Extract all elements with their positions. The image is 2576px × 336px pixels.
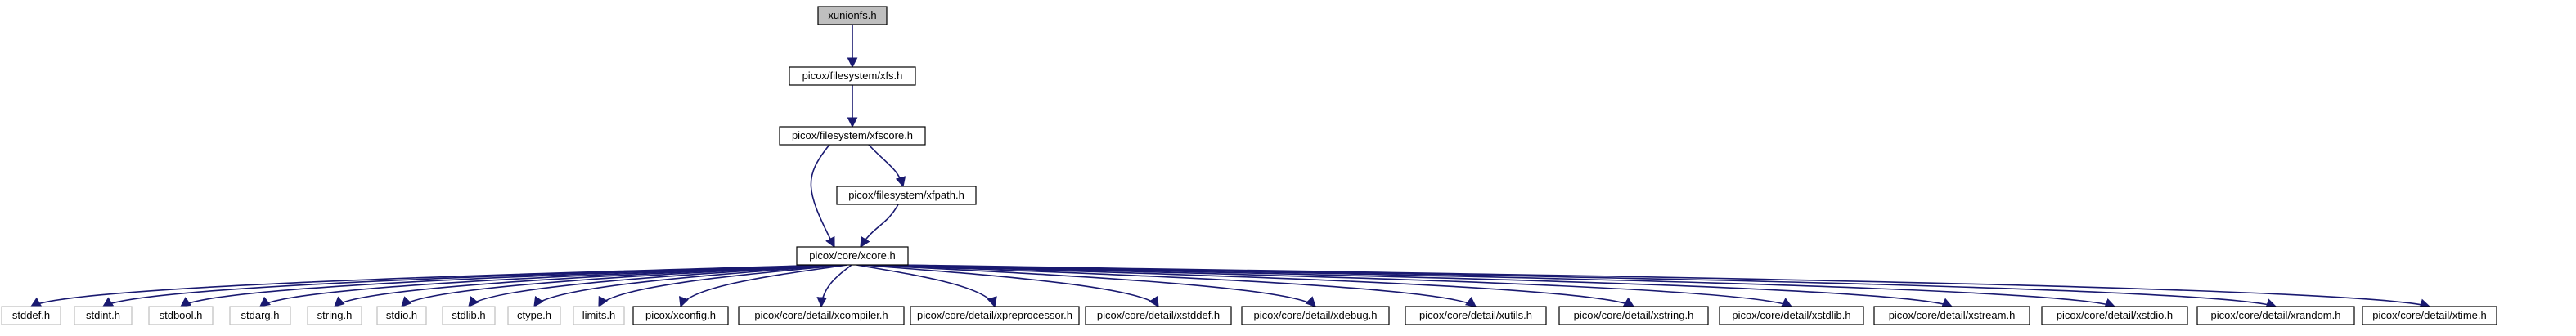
node-box bbox=[2196, 306, 2355, 325]
edge-n4-n11 bbox=[468, 264, 841, 307]
node-n18[interactable]: picox/core/detail/xdebug.h bbox=[1241, 306, 1390, 325]
node-label: picox/core/detail/xstring.h bbox=[1574, 309, 1694, 321]
node-box bbox=[910, 306, 1080, 325]
node-label: picox/core/detail/xdebug.h bbox=[1253, 309, 1377, 321]
node-box bbox=[817, 6, 888, 25]
node-box bbox=[796, 246, 909, 266]
node-box bbox=[2362, 306, 2497, 325]
node-box bbox=[573, 306, 625, 325]
node-n0[interactable]: xunionfs.h bbox=[817, 6, 888, 25]
node-box bbox=[229, 306, 291, 325]
edge-n2-n3 bbox=[868, 144, 906, 188]
node-label: string.h bbox=[317, 309, 353, 321]
node-n5: stddef.h bbox=[1, 306, 61, 325]
node-n4[interactable]: picox/core/xcore.h bbox=[796, 246, 909, 266]
node-n25[interactable]: picox/core/detail/xtime.h bbox=[2362, 306, 2497, 325]
edge-n4-n18 bbox=[865, 264, 1316, 307]
node-label: stdarg.h bbox=[241, 309, 280, 321]
edge-n4-n17 bbox=[861, 264, 1159, 308]
node-label: picox/filesystem/xfscore.h bbox=[792, 129, 913, 141]
node-n12: ctype.h bbox=[507, 306, 561, 325]
node-n24[interactable]: picox/core/detail/xrandom.h bbox=[2196, 306, 2355, 325]
node-box bbox=[789, 66, 916, 86]
node-box bbox=[836, 186, 977, 205]
edge-n4-n13 bbox=[598, 264, 845, 308]
node-n17[interactable]: picox/core/detail/xstddef.h bbox=[1085, 306, 1232, 325]
node-box bbox=[1558, 306, 1709, 325]
node-box bbox=[2041, 306, 2188, 325]
node-label: picox/filesystem/xfs.h bbox=[802, 69, 903, 82]
node-n13: limits.h bbox=[573, 306, 625, 325]
node-label: picox/core/detail/xcompiler.h bbox=[754, 309, 888, 321]
node-label: ctype.h bbox=[517, 309, 551, 321]
edge-n4-n15 bbox=[816, 264, 852, 308]
edge-n4-n14 bbox=[678, 264, 847, 308]
node-box bbox=[1241, 306, 1390, 325]
node-n14[interactable]: picox/xconfig.h bbox=[632, 306, 729, 325]
node-label: stddef.h bbox=[12, 309, 50, 321]
node-n15[interactable]: picox/core/detail/xcompiler.h bbox=[738, 306, 905, 325]
node-box bbox=[779, 126, 926, 146]
node-n1[interactable]: picox/filesystem/xfs.h bbox=[789, 66, 916, 86]
edge-n4-n19 bbox=[870, 264, 1477, 307]
node-box bbox=[507, 306, 561, 325]
node-label: stdio.h bbox=[386, 309, 417, 321]
node-label: xunionfs.h bbox=[828, 9, 876, 21]
node-n23[interactable]: picox/core/detail/xstdio.h bbox=[2041, 306, 2188, 325]
node-label: picox/core/detail/xutils.h bbox=[1419, 309, 1532, 321]
node-label: picox/core/detail/xstddef.h bbox=[1097, 309, 1220, 321]
edge-n4-n12 bbox=[533, 264, 843, 308]
edge-n4-n25 bbox=[899, 264, 2431, 309]
node-label: picox/filesystem/xfpath.h bbox=[848, 189, 964, 201]
node-box bbox=[376, 306, 427, 325]
node-n2[interactable]: picox/filesystem/xfscore.h bbox=[779, 126, 926, 146]
node-label: stdlib.h bbox=[452, 309, 485, 321]
node-label: picox/xconfig.h bbox=[645, 309, 716, 321]
node-label: picox/core/detail/xstdlib.h bbox=[1732, 309, 1850, 321]
node-label: picox/core/detail/xrandom.h bbox=[2211, 309, 2341, 321]
node-n7: stdbool.h bbox=[148, 306, 214, 325]
node-label: limits.h bbox=[582, 309, 615, 321]
node-n21[interactable]: picox/core/detail/xstdlib.h bbox=[1719, 306, 1864, 325]
node-n9: string.h bbox=[307, 306, 362, 325]
node-n6: stdint.h bbox=[74, 306, 133, 325]
node-box bbox=[74, 306, 133, 325]
node-n22[interactable]: picox/core/detail/xstream.h bbox=[1873, 306, 2030, 325]
node-label: picox/core/xcore.h bbox=[809, 249, 896, 262]
node-n3[interactable]: picox/filesystem/xfpath.h bbox=[836, 186, 977, 205]
node-box bbox=[1873, 306, 2030, 325]
node-label: picox/core/detail/xtime.h bbox=[2372, 309, 2486, 321]
node-box bbox=[1719, 306, 1864, 325]
node-label: stdint.h bbox=[86, 309, 120, 321]
node-box bbox=[1405, 306, 1547, 325]
node-n8: stdarg.h bbox=[229, 306, 291, 325]
node-n10: stdio.h bbox=[376, 306, 427, 325]
edge-n3-n4 bbox=[860, 204, 899, 249]
node-label: picox/core/detail/xstream.h bbox=[1889, 309, 2016, 321]
node-label: picox/core/detail/xpreprocessor.h bbox=[917, 309, 1072, 321]
node-label: stdbool.h bbox=[160, 309, 203, 321]
node-box bbox=[1085, 306, 1232, 325]
node-box bbox=[632, 306, 729, 325]
node-box bbox=[1, 306, 61, 325]
node-n20[interactable]: picox/core/detail/xstring.h bbox=[1558, 306, 1709, 325]
node-box bbox=[442, 306, 496, 325]
node-box bbox=[738, 306, 905, 325]
edges-layer bbox=[29, 25, 2431, 309]
node-n19[interactable]: picox/core/detail/xutils.h bbox=[1405, 306, 1547, 325]
node-n11: stdlib.h bbox=[442, 306, 496, 325]
node-box bbox=[307, 306, 362, 325]
node-n16[interactable]: picox/core/detail/xpreprocessor.h bbox=[910, 306, 1080, 325]
node-label: picox/core/detail/xstdio.h bbox=[2057, 309, 2173, 321]
edge-n2-n4 bbox=[810, 144, 835, 249]
nodes-layer: xunionfs.h picox/filesystem/xfs.h picox/fi… bbox=[1, 6, 2497, 325]
node-box bbox=[148, 306, 214, 325]
edge-n4-n16 bbox=[856, 264, 997, 308]
